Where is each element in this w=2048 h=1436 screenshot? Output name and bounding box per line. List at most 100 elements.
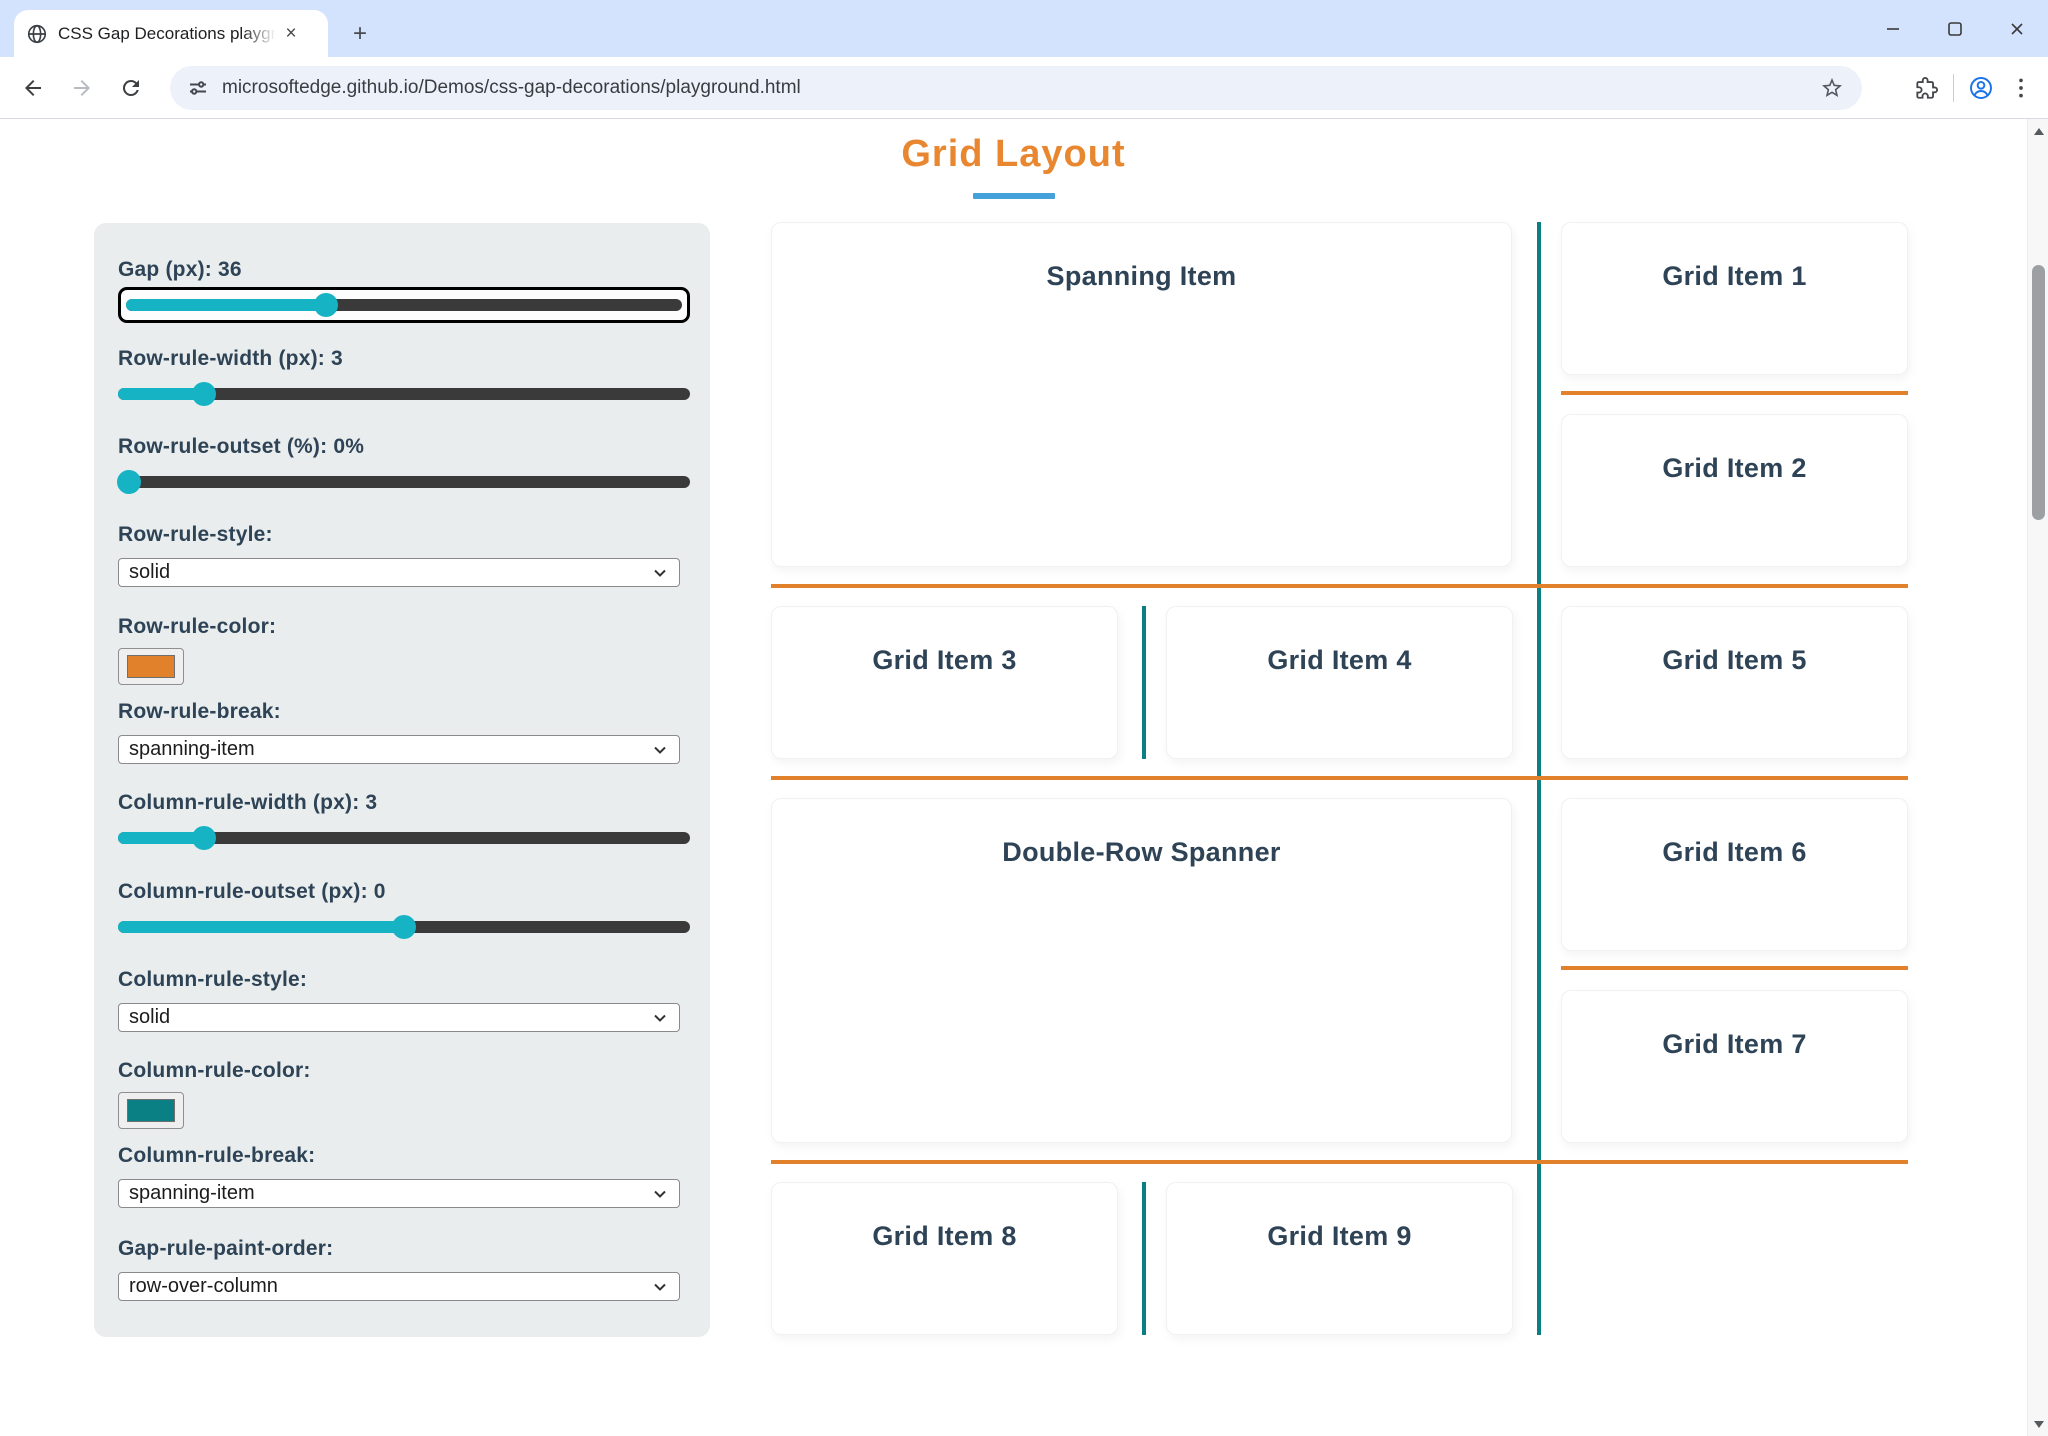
- select-value: spanning-item: [129, 738, 255, 760]
- card-label: Grid Item 2: [1662, 453, 1807, 483]
- gap-rule-paint-order-select[interactable]: row-over-column: [118, 1272, 680, 1301]
- card-label: Spanning Item: [1046, 261, 1237, 291]
- gap-slider-control: Gap (px): 36: [118, 257, 690, 323]
- card-label: Grid Item 7: [1662, 1029, 1807, 1059]
- grid-card-4: Grid Item 4: [1166, 606, 1513, 759]
- row-rule-width-label: Row-rule-width (px): 3: [118, 347, 343, 370]
- select-value: solid: [129, 561, 171, 583]
- column-rule-color-label: Column-rule-color:: [118, 1059, 311, 1082]
- column-rule-color-picker[interactable]: [118, 1092, 184, 1129]
- scroll-up-icon[interactable]: [2028, 121, 2048, 141]
- grid-card-spanning-item: Spanning Item: [771, 222, 1512, 567]
- slider-thumb[interactable]: [392, 915, 416, 939]
- row-rule-outset-slider[interactable]: [117, 470, 690, 494]
- column-rule-outset-control: Column-rule-outset (px): 0: [118, 879, 690, 939]
- grid-card-3: Grid Item 3: [771, 606, 1118, 759]
- column-rule-color-control: Column-rule-color:: [118, 1058, 690, 1129]
- back-icon[interactable]: [11, 66, 55, 110]
- tab-close-icon[interactable]: ×: [285, 22, 297, 44]
- grid-card-7: Grid Item 7: [1561, 990, 1908, 1143]
- address-bar[interactable]: microsoftedge.github.io/Demos/css-gap-de…: [170, 66, 1862, 110]
- row-rule-color-label: Row-rule-color:: [118, 615, 277, 638]
- profile-avatar-icon[interactable]: [1968, 75, 1994, 101]
- card-label: Grid Item 1: [1662, 261, 1807, 291]
- page-title: Grid Layout: [901, 133, 1126, 175]
- column-rule-style-label: Column-rule-style:: [118, 968, 308, 991]
- title-underline: [973, 193, 1055, 199]
- slider-track[interactable]: [118, 832, 690, 844]
- card-label: Grid Item 6: [1662, 837, 1807, 867]
- gap-slider[interactable]: [126, 293, 682, 317]
- grid-card-double-row-spanner: Double-Row Spanner: [771, 798, 1512, 1143]
- select-value: solid: [129, 1006, 171, 1028]
- column-rule-outset-slider[interactable]: [118, 915, 690, 939]
- row-rule-color-picker[interactable]: [118, 648, 184, 685]
- slider-track[interactable]: [118, 476, 690, 488]
- minimize-icon[interactable]: [1862, 0, 1924, 57]
- row-rule-width-slider[interactable]: [118, 382, 690, 406]
- row-rule-style-label: Row-rule-style:: [118, 523, 273, 546]
- column-rule-break-select[interactable]: spanning-item: [118, 1179, 680, 1208]
- slider-thumb[interactable]: [314, 293, 339, 317]
- slider-track[interactable]: [118, 388, 690, 400]
- slider-fill: [118, 388, 204, 400]
- tab-title-fade: [242, 23, 276, 44]
- select-value: spanning-item: [129, 1182, 255, 1204]
- bookmark-star-icon[interactable]: [1820, 76, 1844, 100]
- row-rule-style-select[interactable]: solid: [118, 558, 680, 587]
- grid-card-5: Grid Item 5: [1561, 606, 1908, 759]
- toolbar-divider: [1953, 74, 1954, 102]
- column-rule-break-control: Column-rule-break: spanning-item: [118, 1143, 690, 1208]
- row-rule: [771, 584, 1908, 588]
- chevron-down-icon: [651, 1009, 669, 1027]
- gap-label: Gap (px): 36: [118, 258, 242, 281]
- window-controls: [1862, 0, 2048, 57]
- row-rule-break-label: Row-rule-break:: [118, 700, 281, 723]
- site-info-icon[interactable]: [186, 76, 210, 100]
- grid-card-9: Grid Item 9: [1166, 1182, 1513, 1335]
- url-text[interactable]: microsoftedge.github.io/Demos/css-gap-de…: [222, 77, 801, 98]
- row-rule-break-control: Row-rule-break: spanning-item: [118, 699, 690, 764]
- close-window-icon[interactable]: [1986, 0, 2048, 57]
- controls-panel: Gap (px): 36 Row-rule-width (px): 3: [94, 223, 710, 1337]
- row-rule-break-select[interactable]: spanning-item: [118, 735, 680, 764]
- card-label: Grid Item 4: [1267, 645, 1412, 675]
- chevron-down-icon: [651, 564, 669, 582]
- slider-thumb[interactable]: [191, 826, 216, 850]
- card-label: Double-Row Spanner: [1002, 837, 1281, 867]
- slider-thumb[interactable]: [117, 470, 142, 494]
- maximize-icon[interactable]: [1924, 0, 1986, 57]
- select-value: row-over-column: [129, 1275, 278, 1297]
- row-rule-width-control: Row-rule-width (px): 3: [118, 346, 690, 406]
- column-rule-style-control: Column-rule-style: solid: [118, 967, 690, 1032]
- color-swatch: [127, 1099, 175, 1122]
- extensions-puzzle-icon[interactable]: [1913, 75, 1939, 101]
- gap-rule-paint-order-label: Gap-rule-paint-order:: [118, 1237, 334, 1260]
- tab-title: CSS Gap Decorations playground: [58, 23, 276, 44]
- chevron-down-icon: [651, 741, 669, 759]
- card-label: Grid Item 5: [1662, 645, 1807, 675]
- color-swatch: [127, 655, 175, 678]
- card-label: Grid Item 9: [1267, 1221, 1412, 1251]
- forward-icon[interactable]: [60, 66, 104, 110]
- slider-fill: [126, 299, 327, 311]
- toolbar-right-cluster: [1913, 66, 2034, 110]
- menu-kebab-icon[interactable]: [2008, 75, 2034, 101]
- grid-card-6: Grid Item 6: [1561, 798, 1908, 951]
- new-tab-button[interactable]: +: [352, 20, 367, 47]
- column-rule-width-control: Column-rule-width (px): 3: [118, 790, 690, 850]
- row-rule: [1561, 391, 1908, 395]
- column-rule-style-select[interactable]: solid: [118, 1003, 680, 1032]
- browser-tab[interactable]: CSS Gap Decorations playground ×: [14, 10, 328, 57]
- slider-thumb[interactable]: [191, 382, 216, 406]
- grid-card-2: Grid Item 2: [1561, 414, 1908, 567]
- row-rule-color-control: Row-rule-color:: [118, 614, 690, 685]
- scroll-down-icon[interactable]: [2028, 1414, 2048, 1434]
- scrollbar-thumb[interactable]: [2032, 265, 2045, 520]
- reload-icon[interactable]: [109, 66, 153, 110]
- column-rule: [1142, 606, 1146, 759]
- vertical-scrollbar[interactable]: [2027, 119, 2048, 1436]
- slider-fill: [118, 832, 204, 844]
- column-rule-width-slider[interactable]: [118, 826, 690, 850]
